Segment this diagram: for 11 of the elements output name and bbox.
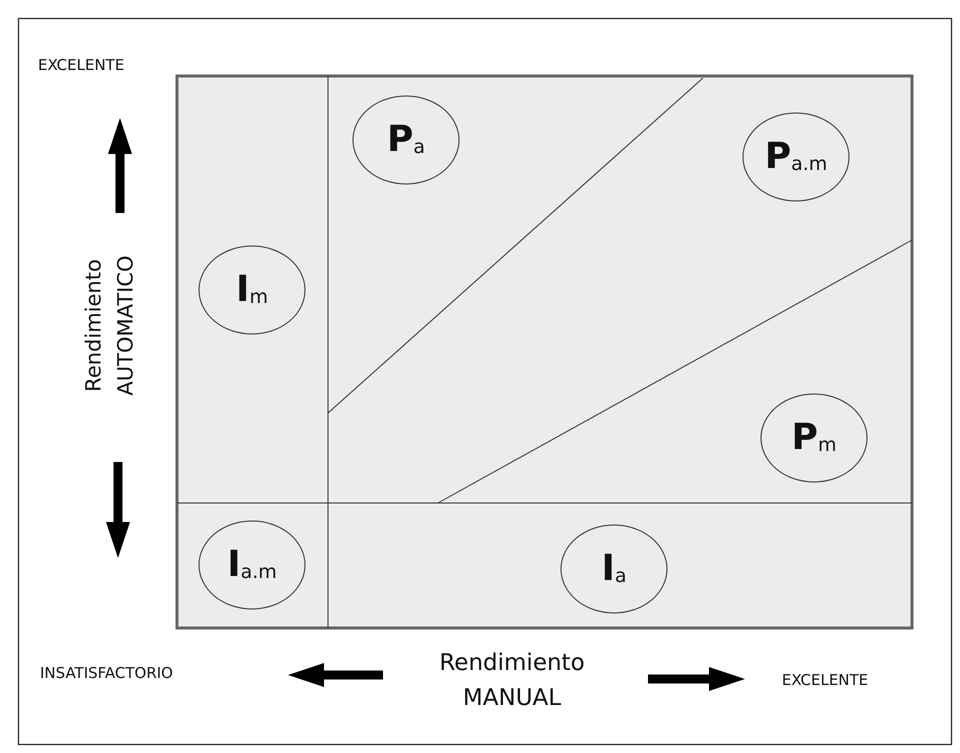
axis-title: Rendimiento AUTOMATICO: [80, 254, 138, 398]
axis-title: Rendimiento MANUAL: [438, 649, 586, 712]
ellipse-node: [560, 524, 668, 614]
ellipse-node: [198, 520, 306, 610]
axis-end-label: INSATISFACTORIO: [40, 663, 174, 684]
axis-end-label: EXCELENTE: [780, 670, 870, 691]
axis-end-label: EXCELENTE: [38, 54, 126, 76]
ellipse-node: [742, 112, 850, 202]
ellipse-node: [352, 95, 460, 185]
ellipse-node: [760, 393, 868, 483]
ellipse-node: [198, 245, 306, 335]
